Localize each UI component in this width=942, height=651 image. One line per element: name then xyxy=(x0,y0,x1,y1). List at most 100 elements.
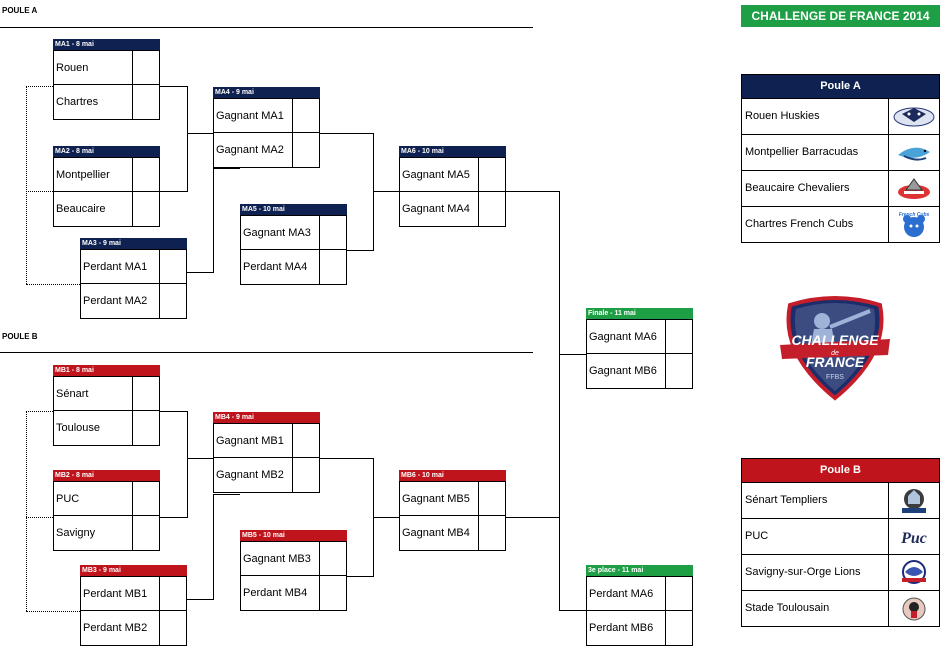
score-cell xyxy=(292,424,319,457)
logo-line4: FFBS xyxy=(826,374,844,381)
senart-templiers-logo-icon xyxy=(888,483,939,518)
match-ma4: MA4 - 9 mai Gagnant MA1 Gagnant MA2 xyxy=(213,87,320,168)
score-cell xyxy=(292,458,319,492)
team-name: Gagnant MB5 xyxy=(402,493,470,505)
match-header: MB4 - 9 mai xyxy=(213,412,320,423)
logo-line1: CHALLENGE xyxy=(791,332,879,348)
team-name: Beaucaire xyxy=(56,203,106,215)
match-slot-1: Perdant MB1 xyxy=(80,576,187,611)
pool-a-header: Poule A xyxy=(742,75,939,99)
match-header: MB2 - 8 mai xyxy=(53,470,160,481)
page-title: CHALLENGE DE FRANCE 2014 xyxy=(741,5,940,27)
match-mb3: MB3 - 9 mai Perdant MB1 Perdant MB2 xyxy=(80,565,187,646)
team-name: Perdant MA6 xyxy=(589,588,654,600)
match-ma6: MA6 - 10 mai Gagnant MA5 Gagnant MA4 xyxy=(399,146,506,227)
pool-team-row: PUC Puc xyxy=(742,519,939,555)
match-slot-2: Gagnant MB4 xyxy=(399,516,506,551)
match-slot-2: Gagnant MB2 xyxy=(213,458,320,493)
match-slot-1: Perdant MA1 xyxy=(80,249,187,284)
poule-b-divider xyxy=(0,352,533,353)
stade-toulousain-logo-icon xyxy=(888,591,939,626)
pool-team-name: Beaucaire Chevaliers xyxy=(745,182,850,194)
match-slot-2: Chartres xyxy=(53,85,160,120)
match-header: MA6 - 10 mai xyxy=(399,146,506,157)
team-name: Gagnant MB3 xyxy=(243,553,311,565)
puc-logo-text: Puc xyxy=(900,530,927,547)
score-cell xyxy=(132,377,159,410)
match-header: MA3 - 9 mai xyxy=(80,238,187,249)
score-cell xyxy=(292,99,319,132)
match-slot-1: Gagnant MA5 xyxy=(399,157,506,192)
score-cell xyxy=(159,284,186,318)
score-cell xyxy=(319,576,346,610)
montpellier-barracudas-logo-icon xyxy=(888,135,939,170)
pool-team-row: Beaucaire Chevaliers xyxy=(742,171,939,207)
team-name: Sénart xyxy=(56,388,89,400)
match-header: Finale - 11 mai xyxy=(586,308,693,319)
team-name: Perdant MA4 xyxy=(243,261,308,273)
logo-line2: de xyxy=(831,350,839,357)
poule-a-label: POULE A xyxy=(2,6,38,15)
match-slot-1: Gagnant MA3 xyxy=(240,215,347,250)
puc-logo-icon: Puc xyxy=(888,519,939,554)
match-mb2: MB2 - 8 mai PUC Savigny xyxy=(53,470,160,551)
team-name: Gagnant MA6 xyxy=(589,331,657,343)
score-cell xyxy=(132,158,159,191)
team-name: Perdant MA2 xyxy=(83,295,148,307)
score-cell xyxy=(478,192,505,226)
match-header: MB5 - 10 mai xyxy=(240,530,347,541)
match-slot-2: Gagnant MA2 xyxy=(213,133,320,168)
match-slot-2: Perdant MA2 xyxy=(80,284,187,319)
match-mb6: MB6 - 10 mai Gagnant MB5 Gagnant MB4 xyxy=(399,470,506,551)
score-cell xyxy=(665,320,692,353)
score-cell xyxy=(132,516,159,550)
score-cell xyxy=(665,611,692,645)
team-name: Perdant MA1 xyxy=(83,261,148,273)
pool-team-name: Savigny-sur-Orge Lions xyxy=(745,566,861,578)
team-name: Gagnant MB2 xyxy=(216,469,284,481)
pool-team-row: Montpellier Barracudas xyxy=(742,135,939,171)
team-name: Perdant MB2 xyxy=(83,622,148,634)
team-name: Montpellier xyxy=(56,169,110,181)
match-slot-2: Gagnant MA4 xyxy=(399,192,506,227)
match-header: MA5 - 10 mai xyxy=(240,204,347,215)
team-name: Chartres xyxy=(56,96,99,108)
match-slot-2: Perdant MA4 xyxy=(240,250,347,285)
score-cell xyxy=(665,354,692,388)
savigny-lions-logo-icon xyxy=(888,555,939,590)
match-ma1: MA1 - 8 mai Rouen Chartres xyxy=(53,39,160,120)
match-slot-1: Perdant MA6 xyxy=(586,576,693,611)
match-header: 3e place - 11 mai xyxy=(586,565,693,576)
match-slot-1: Gagnant MB5 xyxy=(399,481,506,516)
match-slot-1: Rouen xyxy=(53,50,160,85)
score-cell xyxy=(159,577,186,610)
score-cell xyxy=(159,250,186,283)
score-cell xyxy=(132,85,159,119)
team-name: Gagnant MA1 xyxy=(216,110,284,122)
svg-text:French Cubs: French Cubs xyxy=(899,212,930,218)
pool-team-name: Sénart Templiers xyxy=(745,494,828,506)
team-name: Gagnant MB6 xyxy=(589,365,657,377)
team-name: Perdant MB6 xyxy=(589,622,654,634)
match-slot-2: Perdant MB2 xyxy=(80,611,187,646)
match-header: MA4 - 9 mai xyxy=(213,87,320,98)
team-name: Rouen xyxy=(56,62,89,74)
match-ma5: MA5 - 10 mai Gagnant MA3 Perdant MA4 xyxy=(240,204,347,285)
match-header: MA1 - 8 mai xyxy=(53,39,160,50)
score-cell xyxy=(159,611,186,645)
match-slot-2: Savigny xyxy=(53,516,160,551)
pool-team-name: PUC xyxy=(745,530,769,542)
score-cell xyxy=(292,133,319,167)
pool-team-row: Stade Toulousain xyxy=(742,591,939,626)
score-cell xyxy=(665,577,692,610)
pool-team-row: Savigny-sur-Orge Lions xyxy=(742,555,939,591)
team-name: Toulouse xyxy=(56,422,101,434)
match-header: MA2 - 8 mai xyxy=(53,146,160,157)
match-slot-1: PUC xyxy=(53,481,160,516)
match-slot-2: Beaucaire xyxy=(53,192,160,227)
pool-team-name: Rouen Huskies xyxy=(745,110,820,122)
match-slot-1: Gagnant MB3 xyxy=(240,541,347,576)
pool-a-table: Poule A Rouen Huskies Montpellier Barrac… xyxy=(741,74,940,243)
score-cell xyxy=(319,250,346,284)
match-slot-1: Gagnant MA6 xyxy=(586,319,693,354)
